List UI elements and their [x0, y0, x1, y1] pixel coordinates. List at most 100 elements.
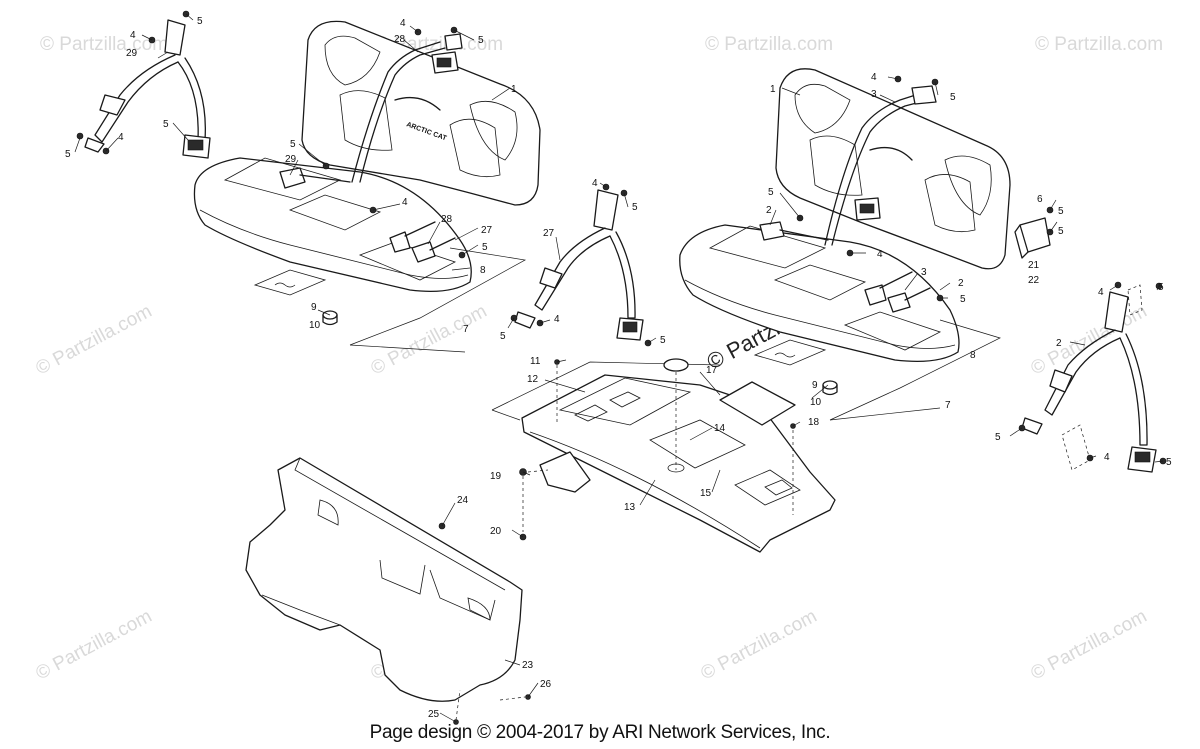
right-seat-back-bolster	[794, 83, 851, 134]
rear-panel-crease	[261, 594, 341, 626]
callout-13: 13	[624, 502, 636, 513]
callout-4: 4	[1104, 452, 1110, 463]
left-seat-back-panel	[449, 118, 501, 178]
access-cover	[719, 381, 796, 426]
callout-17: 17	[706, 365, 718, 376]
callout-5: 5	[1158, 282, 1164, 293]
buckle-slot-icon	[859, 203, 875, 214]
seat-belt-strap	[831, 99, 929, 246]
bumper	[822, 384, 838, 396]
seat-belt-strap	[1044, 329, 1121, 416]
callout-4: 4	[1098, 287, 1104, 298]
callout-29: 29	[285, 154, 297, 165]
callout-5: 5	[660, 335, 666, 346]
callout-4: 4	[400, 18, 406, 29]
callout-4: 4	[871, 72, 877, 83]
logo-swoosh-icon	[869, 146, 913, 161]
round-opening	[667, 463, 685, 473]
floor-pan-assembly	[491, 358, 836, 553]
callout-5: 5	[290, 139, 296, 150]
callout-28: 28	[394, 34, 406, 45]
pad-texture-icon	[274, 282, 296, 288]
watermark: © Partzilla.com	[40, 34, 168, 55]
seat-belt-strap	[1119, 333, 1148, 446]
floor-grip	[764, 479, 793, 496]
belt-buckle	[887, 292, 911, 313]
callout-11: 11	[530, 356, 541, 367]
belt-buckle	[411, 241, 436, 263]
belt-anchor	[164, 19, 186, 56]
left-seat-cushion-panel	[288, 194, 382, 231]
callout-4: 4	[402, 197, 408, 208]
callout-12: 12	[527, 374, 539, 385]
belt-anchor	[84, 137, 105, 153]
left-seat-back-bolster	[324, 35, 381, 86]
callout-1: 1	[770, 84, 776, 95]
left-seat-cushion-panel	[358, 241, 457, 281]
callout-27: 27	[543, 228, 555, 239]
left-seat-back-bolster	[469, 100, 518, 161]
callout-5: 5	[65, 149, 71, 160]
left-seat-cushion-edge	[199, 209, 469, 279]
callout-5: 5	[950, 92, 956, 103]
callout-29: 29	[126, 48, 138, 59]
buckle-slot-icon	[187, 139, 204, 151]
leader-line	[349, 344, 466, 353]
callout-8: 8	[970, 350, 976, 361]
callout-5: 5	[632, 202, 638, 213]
rear-panel-pocket	[429, 569, 496, 621]
left-seat-back	[301, 20, 541, 206]
left-seat-back-panel	[339, 90, 393, 151]
center-seat-belt	[514, 189, 644, 341]
callout-5: 5	[995, 432, 1001, 443]
belt-anchor	[444, 33, 463, 51]
callout-3: 3	[871, 89, 877, 100]
seat-belt-strap	[359, 47, 446, 183]
watermark: © Partzilla.com	[32, 301, 155, 380]
watermark: © Partzilla.com	[32, 606, 155, 685]
right-seat-cushion-panel	[708, 225, 827, 269]
belt-stalk	[879, 271, 931, 301]
belt-anchor	[911, 85, 937, 105]
bumper	[322, 314, 338, 326]
right-seat-back-bolster	[944, 155, 992, 216]
callout-5: 5	[1058, 206, 1064, 217]
belt-buckle	[389, 231, 411, 253]
floor-recess	[734, 469, 801, 506]
buckle-slot-icon	[622, 321, 638, 333]
belt-retractor	[99, 94, 126, 116]
floor-outline	[491, 409, 521, 421]
mounting-plate	[1061, 424, 1091, 471]
callout-5: 5	[482, 242, 488, 253]
buckle-slot-icon	[436, 57, 452, 68]
callout-25: 25	[428, 709, 440, 720]
callout-4: 4	[130, 30, 136, 41]
left-seat-assembly: ARCTIC CAT	[84, 19, 541, 353]
callout-4: 4	[118, 132, 124, 143]
belt-retractor	[1049, 369, 1073, 393]
belt-anchor	[1021, 417, 1043, 435]
callout-4: 4	[592, 178, 598, 189]
logo-swoosh-icon	[394, 96, 441, 111]
pad-texture-icon	[774, 352, 796, 358]
callout-7: 7	[463, 324, 469, 335]
callout-5: 5	[478, 35, 484, 46]
rear-panel-lip	[294, 457, 506, 591]
right-seat-back-panel	[809, 135, 863, 196]
round-cover	[663, 358, 689, 372]
leader-line	[499, 696, 526, 701]
callout-19: 19	[490, 471, 502, 482]
right-seat-cushion-edge	[684, 279, 956, 349]
watermark: © Partzilla.com	[1035, 34, 1163, 55]
watermark: © Partzilla.com	[367, 301, 490, 380]
floor-recess	[649, 419, 746, 469]
rear-panel	[245, 457, 523, 702]
watermark: © Partzilla.com	[705, 34, 833, 55]
belt-stalk	[299, 174, 351, 183]
buckle-slot-icon	[1134, 451, 1151, 463]
seat-belt-strap	[609, 231, 636, 319]
callout-2: 2	[1056, 338, 1062, 349]
right-seat-back-panel	[924, 174, 976, 233]
callout-9: 9	[812, 380, 818, 391]
right-seat-cushion-panel	[843, 311, 942, 351]
